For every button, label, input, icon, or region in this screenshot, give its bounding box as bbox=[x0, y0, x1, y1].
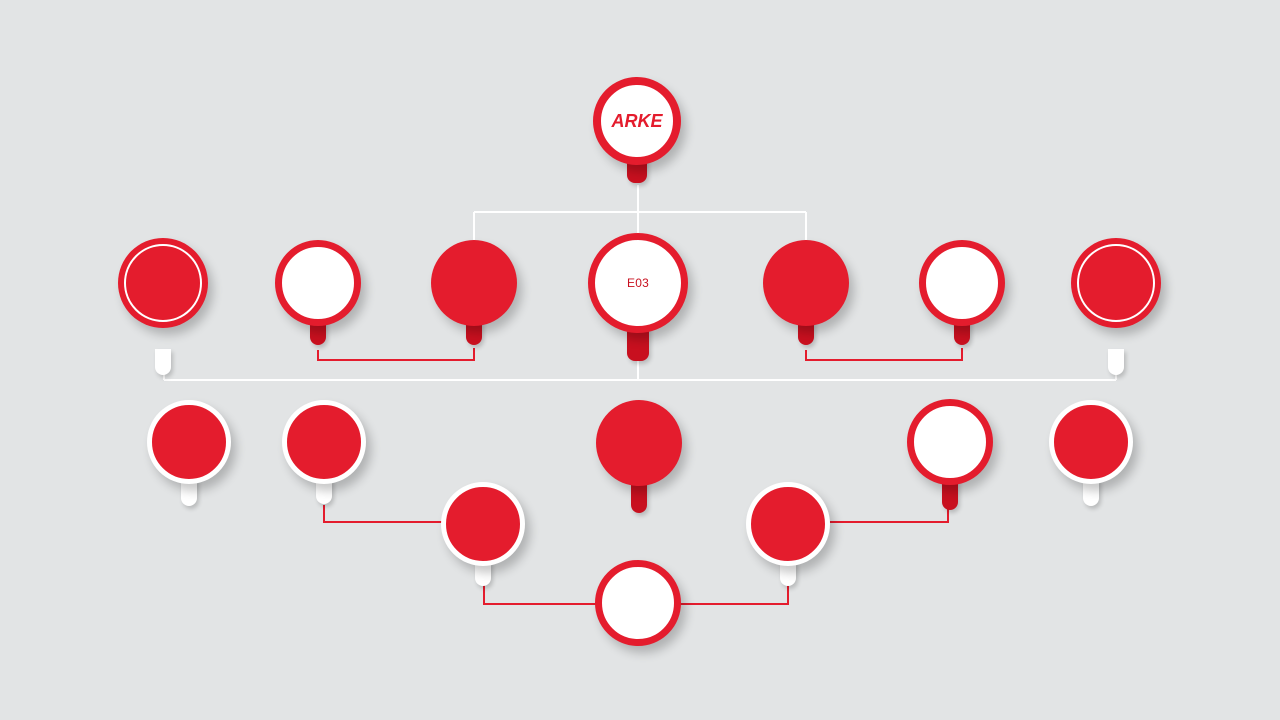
connector-red-upper-right bbox=[805, 348, 963, 361]
node-stem bbox=[475, 560, 491, 586]
node-disc bbox=[919, 240, 1005, 326]
node-stem bbox=[942, 478, 958, 510]
connector-red-bottom-right bbox=[680, 585, 789, 605]
node-disc bbox=[275, 240, 361, 326]
node-stem bbox=[316, 478, 332, 504]
node-disc bbox=[746, 482, 830, 566]
node-stem bbox=[155, 349, 171, 375]
connector-red-lower-left bbox=[323, 505, 444, 523]
node-disc bbox=[147, 400, 231, 484]
node-disc bbox=[763, 240, 849, 326]
node-stem bbox=[181, 478, 197, 506]
node-stem bbox=[631, 479, 647, 513]
node-disc: E03 bbox=[588, 233, 688, 333]
node-disc bbox=[596, 400, 682, 486]
node-disc bbox=[1071, 238, 1161, 328]
node-disc bbox=[907, 399, 993, 485]
node-l1-4-label: E03 bbox=[627, 276, 649, 290]
node-disc bbox=[595, 560, 681, 646]
node-stem bbox=[1108, 349, 1124, 375]
node-disc bbox=[1049, 400, 1133, 484]
node-disc bbox=[282, 400, 366, 484]
connector-red-bottom-left bbox=[483, 585, 596, 605]
node-disc bbox=[441, 482, 525, 566]
node-stem bbox=[1083, 478, 1099, 506]
node-disc: ARKE bbox=[593, 77, 681, 165]
connector-red-upper-left bbox=[317, 348, 475, 361]
node-root-label: ARKE bbox=[611, 111, 663, 131]
node-disc bbox=[118, 238, 208, 328]
connector-red-lower-right bbox=[830, 508, 949, 523]
node-stem bbox=[780, 560, 796, 586]
node-disc bbox=[431, 240, 517, 326]
